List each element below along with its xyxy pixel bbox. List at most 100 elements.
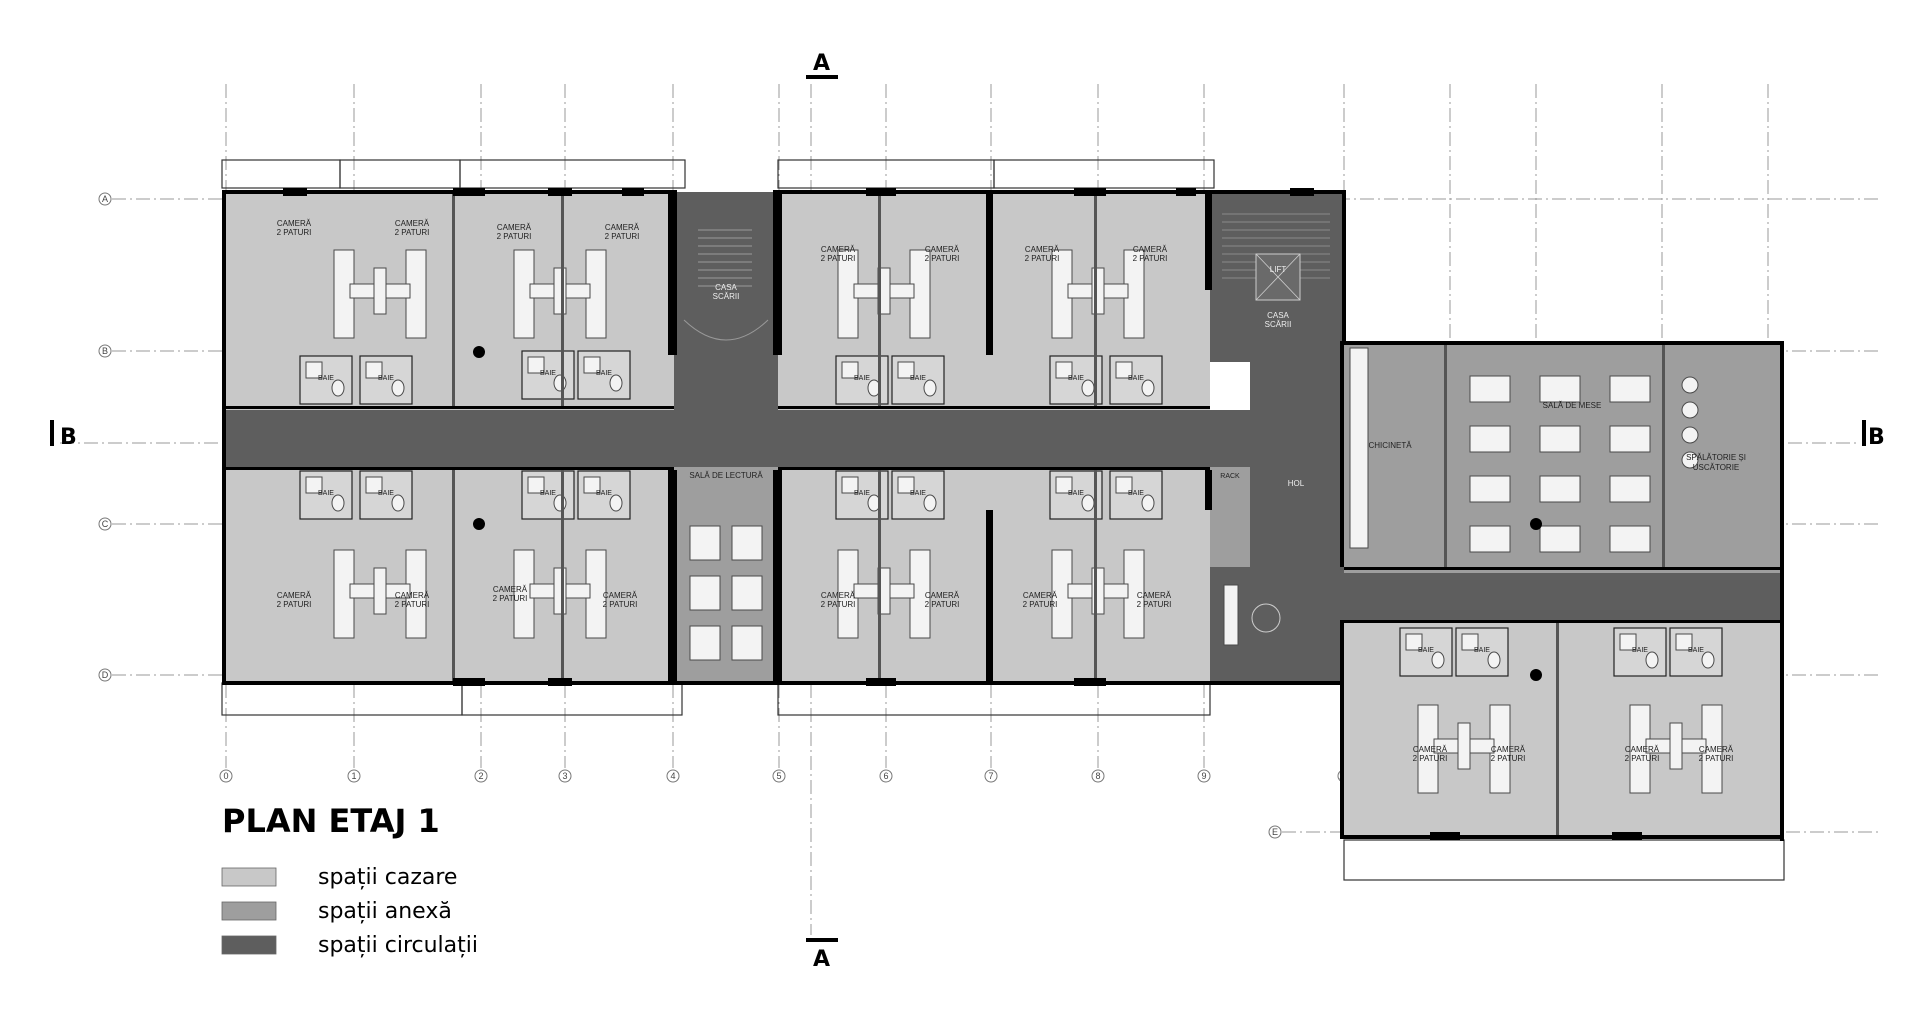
room-name-line2: 2 PATURI [1699, 754, 1734, 763]
washing-machine [1681, 451, 1699, 469]
bath-label: BAIE [910, 490, 926, 497]
axis-col-bubble: 2 [474, 769, 488, 783]
bath-label: BAIE [318, 490, 334, 497]
axis-row-label: A [102, 194, 108, 204]
bath-label: BAIE [1128, 375, 1144, 382]
bath-label: BAIE [1068, 490, 1084, 497]
dining-table [1609, 525, 1651, 553]
room-name-line2: 2 PATURI [1025, 254, 1060, 263]
axis-row-label: D [102, 670, 109, 680]
section-b-right-letter: B [1868, 425, 1885, 450]
axis-col-bubble: 1 [347, 769, 361, 783]
room-name-line2: 2 PATURI [1023, 600, 1058, 609]
axis-col-bubble: 4 [666, 769, 680, 783]
stair-label-left-line2: SCĂRII [713, 292, 740, 301]
room-name-line1: CAMERĂ [277, 219, 312, 228]
bath-label: BAIE [1688, 647, 1704, 654]
bath-label: BAIE [596, 370, 612, 377]
section-marker-a-top: A [806, 51, 838, 79]
bathroom-block: BAIE [891, 470, 945, 520]
bath-label: BAIE [854, 375, 870, 382]
room-name-line1: CAMERĂ [925, 591, 960, 600]
axis-row-label: E [1272, 827, 1278, 837]
bathroom-block: BAIE [1669, 627, 1723, 677]
stairs-left [683, 229, 769, 341]
axis-row-bubble: D [98, 668, 112, 682]
axis-col-label: 9 [1201, 771, 1206, 781]
room-name-line1: CAMERĂ [277, 591, 312, 600]
room-name-line2: 2 PATURI [493, 594, 528, 603]
axis-row-label: C [102, 519, 109, 529]
washing-machine [1681, 401, 1699, 419]
bathroom-block: BAIE [1049, 470, 1103, 520]
structural-column [473, 346, 485, 358]
structural-column [1530, 669, 1542, 681]
hall-label: HOL [1288, 479, 1305, 488]
bathroom-block: BAIE [577, 350, 631, 400]
room-name-line1: CAMERĂ [1025, 245, 1060, 254]
axis-col-label: 2 [478, 771, 483, 781]
legend-swatch-annex [221, 901, 277, 921]
bathroom-block: BAIE [577, 470, 631, 520]
room-name-line2: 2 PATURI [925, 600, 960, 609]
bath-label: BAIE [378, 490, 394, 497]
axis-col-bubble: 8 [1091, 769, 1105, 783]
plan-title: PLAN ETAJ 1 [222, 802, 440, 840]
room-name-line2: 2 PATURI [277, 228, 312, 237]
rack-label: RACK [1220, 473, 1240, 480]
dining-table [1539, 525, 1581, 553]
bathroom-block: BAIE [299, 470, 353, 520]
axis-col-label: 3 [562, 771, 567, 781]
desk [553, 267, 567, 315]
axis-col-label: 4 [670, 771, 675, 781]
bath-label: BAIE [910, 375, 926, 382]
room-name-line1: CAMERĂ [1625, 745, 1660, 754]
reading-table [731, 525, 763, 561]
room-name-line2: 2 PATURI [925, 254, 960, 263]
legend-label-circulation: spații circulații [318, 933, 478, 958]
bathroom-block: BAIE [1049, 355, 1103, 405]
legend: spații cazare spații anexă spații circul… [221, 865, 478, 958]
bathroom-block: BAIE [359, 470, 413, 520]
bathroom-block: BAIE [1399, 627, 1453, 677]
bath-label: BAIE [596, 490, 612, 497]
axis-col-bubble: 7 [984, 769, 998, 783]
bathroom-block: BAIE [359, 355, 413, 405]
desk [373, 267, 387, 315]
stair-label-right-line1: CASA [1267, 311, 1289, 320]
bathroom-block: BAIE [1109, 355, 1163, 405]
room-name-line2: 2 PATURI [603, 600, 638, 609]
lift-label: LIFT [1270, 265, 1287, 274]
room-name-line1: CAMERĂ [1137, 591, 1172, 600]
dining-table [1609, 475, 1651, 503]
legend-swatch-accommodation [221, 867, 277, 887]
bath-label: BAIE [540, 490, 556, 497]
sofa [1223, 584, 1239, 646]
room-name-line1: CAMERĂ [605, 223, 640, 232]
section-marker-a-bottom: A [806, 938, 838, 972]
room-name-line1: CAMERĂ [1133, 245, 1168, 254]
bath-label: BAIE [1068, 375, 1084, 382]
room-name-line2: 2 PATURI [1137, 600, 1172, 609]
axis-col-label: 0 [223, 771, 228, 781]
section-a-top-letter: A [813, 51, 830, 76]
bath-label: BAIE [854, 490, 870, 497]
laundry-label-line2: USCĂTORIE [1693, 463, 1740, 472]
walls [222, 188, 1784, 841]
desk [553, 567, 567, 615]
room-name-line2: 2 PATURI [1413, 754, 1448, 763]
desk [1669, 722, 1683, 770]
axis-row-bubble: A [98, 192, 112, 206]
dining-table [1609, 425, 1651, 453]
axis-col-label: 6 [883, 771, 888, 781]
dining-table [1609, 375, 1651, 403]
rack-fill [1210, 467, 1250, 567]
stair-label-left-line1: CASA [715, 283, 737, 292]
bathroom-block: BAIE [891, 355, 945, 405]
bathroom-block: BAIE [1613, 627, 1667, 677]
room-name-line1: CAMERĂ [821, 591, 856, 600]
bathroom-block: BAIE [1455, 627, 1509, 677]
